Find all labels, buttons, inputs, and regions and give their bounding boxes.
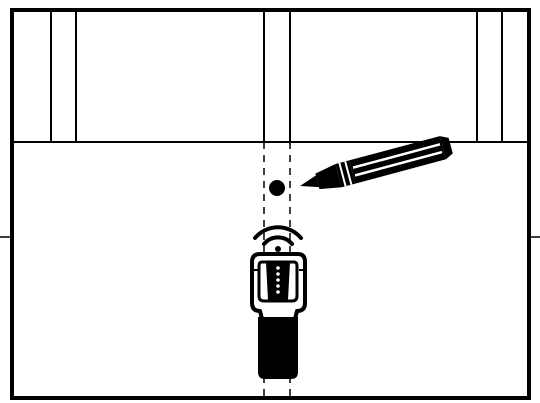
right-stud	[476, 10, 503, 142]
center-stud	[263, 10, 291, 142]
led-indicator-dots	[276, 266, 280, 294]
pencil-icon	[300, 136, 453, 190]
pencil-mark-dot	[269, 180, 285, 196]
detection-signal-icon	[253, 225, 303, 252]
left-stud	[50, 10, 77, 142]
stud-finder	[250, 252, 307, 379]
